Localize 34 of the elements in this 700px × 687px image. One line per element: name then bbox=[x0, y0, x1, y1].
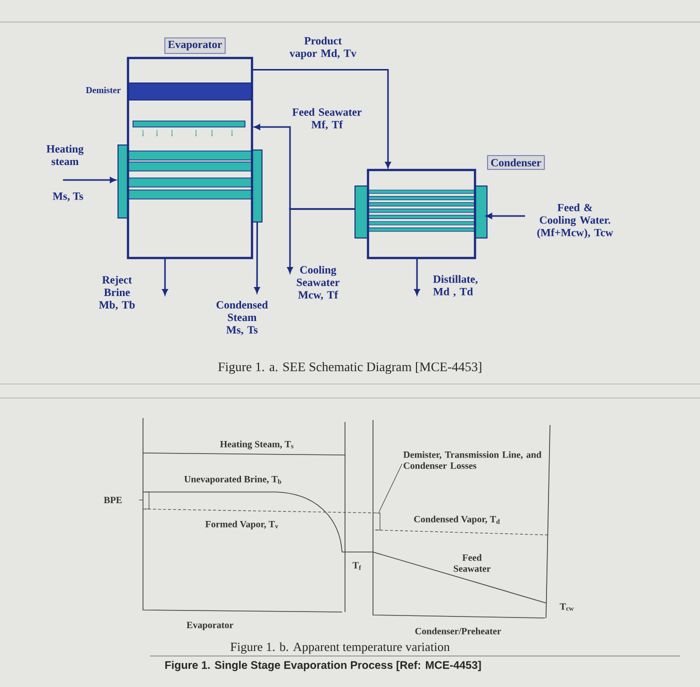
arrow bbox=[254, 222, 260, 294]
figure-caption: Figure 1. a. SEE Schematic Diagram [MCE-4453] bbox=[218, 362, 482, 374]
axis-label: Evaporator bbox=[186, 622, 234, 630]
curve-label: Feed Seawater bbox=[454, 554, 491, 572]
curve-label: T$_{cw}$ bbox=[560, 603, 574, 611]
arrow bbox=[287, 208, 355, 274]
edge-label: Reject Brine Mb, Tb bbox=[99, 276, 135, 310]
edge-label: Cooling Seawater Mcw, Tf bbox=[296, 266, 340, 300]
axis-label: Condenser/Preheater bbox=[415, 628, 501, 634]
node-label: Evaporator bbox=[168, 40, 222, 50]
curve-label: Heating Steam, T$_{s}$ bbox=[220, 440, 294, 450]
bracket-label: BPE bbox=[104, 496, 122, 504]
leader-line bbox=[378, 464, 402, 512]
evaporator-vessel: Evaporator bbox=[126, 37, 254, 260]
edge-label: Product vapor Md, Tv bbox=[290, 36, 356, 60]
figure-caption: Figure 1. Single Stage Evaporation Process [Ref: MCE-4453] bbox=[165, 660, 481, 672]
curve-label: Unevaporated Brine, T$_{b}$ bbox=[184, 476, 282, 484]
curve-label: Formed Vapor, T$_{v}$ bbox=[205, 520, 278, 530]
arrow bbox=[414, 258, 420, 296]
arrow bbox=[162, 258, 168, 296]
part-label: Demister bbox=[86, 86, 121, 94]
annotation-text: Demister, Transmission Line, and Condenser Losses bbox=[403, 451, 542, 469]
edge-label: Condensed Steam Ms, Ts bbox=[216, 300, 268, 336]
edge-label: Distillate, Md , Td bbox=[433, 275, 478, 297]
arrow bbox=[486, 213, 525, 219]
figure-caption: Figure 1. b. Apparent temperature variation bbox=[230, 642, 450, 654]
edge-label: Feed Seawater Mf, Tf bbox=[292, 108, 362, 130]
stream-label: Ms, Ts bbox=[52, 192, 84, 202]
node-label: Condenser bbox=[491, 158, 542, 166]
arrow bbox=[252, 69, 391, 168]
arrow bbox=[63, 177, 116, 183]
curve-label: Condensed Vapor, T$_{d}$ bbox=[414, 516, 500, 524]
edge-label: Heating steam bbox=[46, 144, 84, 166]
curve-label: T$_{f}$ bbox=[352, 562, 362, 570]
